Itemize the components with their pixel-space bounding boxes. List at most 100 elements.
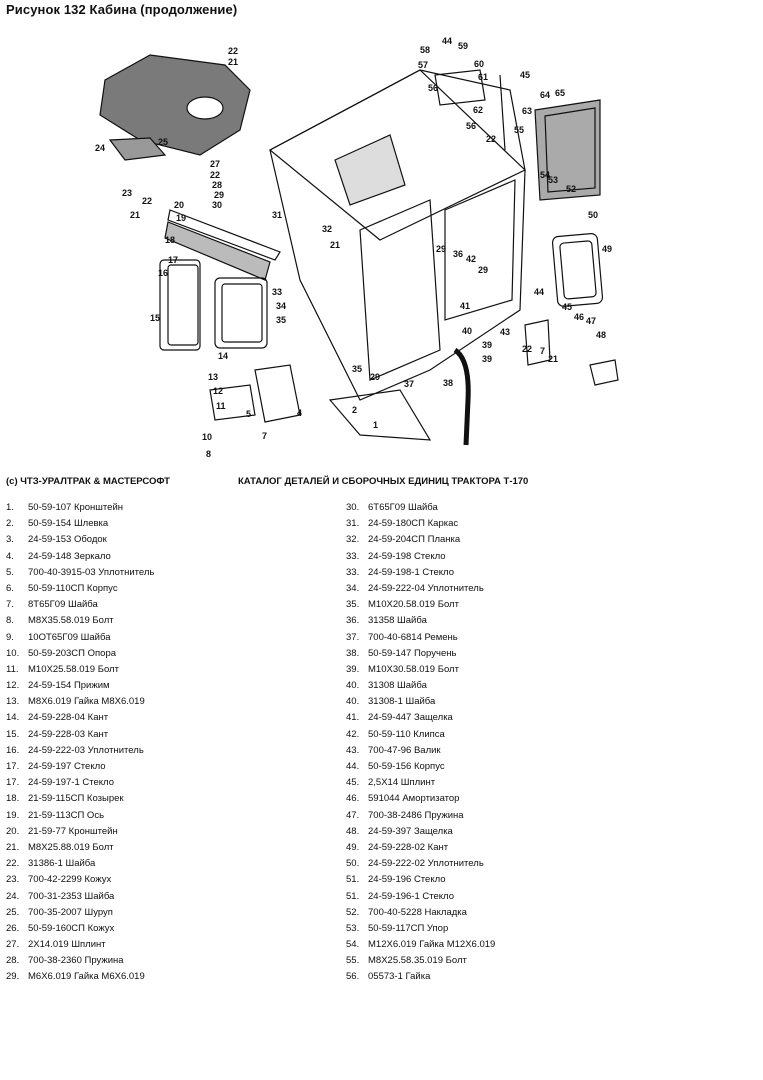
part-description: М10Х20.58.019 Болт [368,599,459,611]
callout: 35 [352,364,362,374]
part-row: 14. 24-59-228-04 Кант [6,710,326,726]
part-row: 53.50-59-117СП Упор [346,921,726,937]
callout: 11 [216,401,226,411]
part-row: 17.24-59-197-1 Стекло [6,775,326,791]
callout: 40 [462,326,472,336]
callout: 29 [370,372,380,382]
part-number: 23. [6,874,20,886]
part-row: 56.05573-1 Гайка [346,969,726,985]
part-number: 47. [346,809,360,821]
callout: 29 [214,190,224,200]
part-number: 33. [346,550,360,562]
part-row: 16.24-59-222-03 Уплотнитель [6,743,326,759]
part-description: 31308-1 Шайба [368,696,436,708]
part-description: 6Т65Г09 Шайба [368,502,438,513]
part-description: М8Х25.58.35.019 Болт [368,955,467,967]
part-description: 50-59-160СП Кожух [28,922,115,934]
part-number: 43. [346,744,360,756]
part-number: 3. [6,534,14,546]
part-description: 50-59-203СП Опора [28,647,117,659]
part-row: 55.М8Х25.58.35.019 Болт [346,953,726,969]
part-number: 41. [346,712,360,724]
part-description: 21-59-77 Кронштейн [28,825,118,837]
callout: 44 [534,287,544,297]
part-row: 42.50-59-110 Клипса [346,727,726,743]
part-description: 2Х14.019 Шплинт [28,939,106,951]
latch-part [589,359,619,386]
part-number: 9. [6,631,14,643]
callout: 16 [158,268,168,278]
part-row: 25. 700-35-2007 Шуруп [6,905,326,921]
cab-roof-hatch [334,134,406,206]
callout: 59 [458,41,468,51]
part-description: 24-59-222-03 Уплотнитель [28,744,144,756]
part-description: 24-59-180СП Каркас [368,518,459,530]
part-description: 24-59-447 Защелка [368,712,453,724]
callout: 52 [566,184,576,194]
glass-panel-64 [544,107,596,193]
part-row: 1.50-59-107 Кронштейн [6,500,326,516]
part-number: 14. [6,712,20,724]
callout: 45 [562,302,572,312]
part-row: 34.24-59-222-04 Уплотнитель [346,581,726,597]
callout: 13 [208,372,218,382]
cab-body [269,69,526,401]
part-row: 31.24-59-180СП Каркас [346,516,726,532]
part-number: 26. [6,922,20,934]
part-row: 19.21-59-113СП Ось [6,808,326,824]
part-description: 24-59-228-04 Кант [28,712,109,724]
part-description: М6Х6.019 Гайка М6Х6.019 [28,971,145,983]
part-row: 29.М6Х6.019 Гайка М6Х6.019 [6,969,326,985]
part-description: 24-59-196 Стекло [368,874,446,886]
part-row: 44.50-59-156 Корпус [346,759,726,775]
part-description: М10Х30.58.019 Болт [368,663,459,675]
part-description: 50-59-110 Клипса [368,728,445,740]
part-row: 24.700-31-2353 Шайба [6,889,326,905]
part-description: 24-59-204СП Планка [368,534,461,546]
part-row: 40. 31308-1 Шайба [346,694,726,710]
visor-part [167,209,281,261]
callout: 55 [514,125,524,135]
part-row: 30.6Т65Г09 Шайба [346,500,726,516]
part-description: 700-35-2007 Шуруп [28,906,113,918]
part-description: 24-59-197 Стекло [28,761,106,772]
callout: 22 [522,344,532,354]
part-row: 22.31386-1 Шайба [6,856,326,872]
part-row: 33.24-59-198 Стекло [346,549,726,565]
part-row: 47. 700-38-2486 Пружина [346,808,726,824]
callout: 49 [602,244,612,254]
roof-liner-panel [99,54,251,156]
part-description: 2,5Х14 Шплинт [368,777,436,789]
part-number: 22. [6,858,20,870]
part-description: 50-59-147 Поручень [368,647,457,659]
part-number: 13. [6,696,20,708]
callout: 24 [95,143,105,153]
part-description: М10Х25.58.019 Болт [28,663,119,675]
part-description: 50-59-107 Кронштейн [28,502,123,513]
part-row: 17.24-59-197 Стекло [6,759,326,775]
callout: 4 [297,408,302,418]
callout: 14 [218,351,228,361]
part-description: 700-38-2486 Пружина [368,809,464,821]
part-row: 51.24-59-196-1 Стекло [346,889,726,905]
handrail [453,347,471,446]
callout-numbers: 22 21 24 25 23 22 21 27 22 28 29 30 20 1… [95,36,612,459]
part-number: 12. [6,680,20,692]
part-description: 24-59-198-1 Стекло [368,566,454,578]
part-number: 36. [346,615,360,627]
callout: 41 [460,301,470,311]
callout: 7 [262,431,267,441]
part-row: 3.24-59-153 Ободок [6,532,326,548]
window-frame-14 [214,277,268,349]
part-description: 31308 Шайба [368,680,427,692]
part-number: 40. [346,696,360,708]
part-number: 25. [6,906,20,918]
part-row: 7.8Т65Г09 Шайба [6,597,326,613]
part-row: 51.24-59-196 Стекло [346,872,726,888]
callout: 25 [158,137,168,147]
part-row: 50.24-59-222-02 Уплотнитель [346,856,726,872]
callout: 22 [486,134,496,144]
part-number: 32. [346,534,360,546]
callout: 30 [212,200,222,210]
